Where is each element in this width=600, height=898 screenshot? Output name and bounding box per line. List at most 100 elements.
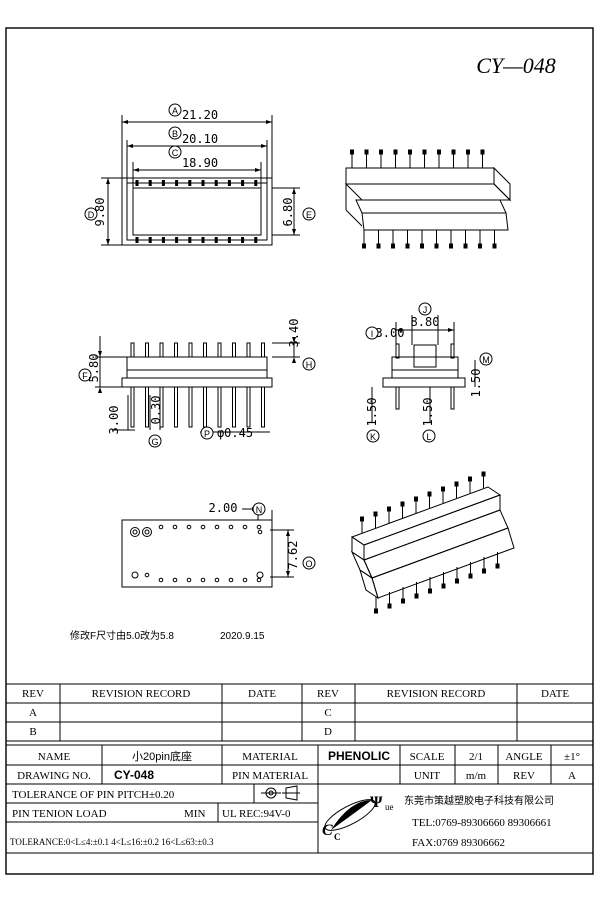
company-tel: TEL:0769-89306660 89306661 [412, 817, 552, 829]
pin [232, 386, 236, 428]
pin-tip [468, 476, 472, 482]
pin-hole [144, 572, 150, 578]
unit-value: m/m [466, 770, 487, 782]
pin-mark [135, 180, 139, 186]
mounting-hole [130, 527, 140, 537]
pin-hole [172, 577, 178, 583]
balloon-o: O [302, 556, 316, 570]
balloon-d: D [84, 207, 98, 221]
pin-tip [373, 511, 378, 517]
svg-text:A: A [172, 106, 178, 116]
pin [217, 342, 222, 358]
pin-mark [254, 237, 258, 243]
svg-text:O: O [305, 559, 312, 569]
balloon-c: C [168, 145, 182, 159]
balloon-j: J [418, 302, 432, 316]
angle-value: ±1° [564, 751, 580, 763]
svg-text:C: C [172, 148, 179, 158]
dim-o-value: 7.62 [286, 541, 300, 570]
pin-tip [482, 568, 486, 574]
pin-hole [186, 524, 192, 530]
pin [203, 342, 207, 358]
mounting-hole-inner [132, 529, 138, 535]
dim-g-value: 0.30 [149, 396, 163, 425]
pin-tip [480, 149, 485, 155]
pin-tip [428, 588, 432, 594]
pin-tip [387, 506, 391, 512]
pin [174, 386, 178, 428]
pin-tip [360, 516, 364, 522]
balloon-g: G [148, 434, 162, 448]
svg-text:Ψ: Ψ [370, 794, 383, 811]
svg-text:C: C [322, 822, 333, 839]
pin-tip [478, 243, 482, 249]
dim-h-value: 3.40 [287, 319, 301, 348]
pin-tip [401, 598, 405, 604]
svg-text:F: F [82, 371, 88, 381]
balloon-n: N [252, 502, 266, 516]
svg-text:H: H [306, 360, 313, 370]
revision-table [5, 683, 594, 742]
record-header-left: REVISION RECORD [92, 688, 191, 700]
pin-mark [201, 180, 205, 186]
dim-b-value: 20.10 [182, 132, 218, 146]
pin-tip [364, 149, 369, 155]
dim-k-value: 1.50 [365, 398, 379, 427]
pin-mark [227, 180, 231, 186]
pin-mark [214, 237, 218, 243]
rev-header-right: REV [317, 688, 339, 700]
dim-j-value: 8.80 [411, 315, 440, 329]
pin-hole [186, 577, 192, 583]
pin-mark [227, 237, 231, 243]
pin-hole [242, 577, 248, 583]
drawing-no-value: CY-048 [114, 768, 154, 782]
svg-text:B: B [172, 129, 178, 139]
pin-mark [175, 237, 179, 243]
rev-row-c: C [324, 707, 331, 719]
balloon-e: E [302, 207, 316, 221]
pin-tip [454, 481, 459, 487]
pin-tip [441, 583, 446, 589]
unit-label: UNIT [414, 770, 441, 782]
pin [188, 386, 193, 428]
bottom-view [121, 508, 294, 588]
pin-tip [427, 491, 432, 497]
pin-tip [387, 603, 392, 609]
pin-min-label: MIN [184, 808, 205, 820]
pin [261, 342, 265, 358]
pin-hole [242, 524, 248, 530]
pin-tip [437, 149, 441, 155]
mounting-hole-inner [144, 529, 150, 535]
pin-material-label: PIN MATERIAL [232, 770, 308, 782]
dim-3-00-value: 3.00 [107, 406, 121, 435]
balloon-l: L [422, 429, 436, 443]
isometric-view-top [344, 149, 512, 249]
pin-hole [214, 577, 220, 583]
revision-note: 修改F尺寸由5.0改为5.8 [70, 629, 174, 642]
scale-label: SCALE [410, 751, 445, 763]
pin-tip [455, 578, 459, 584]
svg-text:N: N [256, 505, 263, 515]
pin [130, 386, 135, 428]
pin [217, 386, 222, 428]
pin-tip [414, 593, 419, 599]
pin [188, 342, 193, 358]
dim-e-value: 6.80 [281, 198, 295, 227]
pin-mark [175, 180, 179, 186]
pin-mark [148, 237, 152, 243]
company-logo: C C Ψ ue [322, 794, 394, 842]
pin-tip [362, 243, 366, 249]
side-view [95, 336, 300, 433]
pin-tip [451, 149, 456, 155]
pin-mark [254, 180, 258, 186]
date-header-right: DATE [541, 688, 569, 700]
dim-c-value: 18.90 [182, 156, 218, 170]
dim-n-value: 2.00 [209, 501, 238, 515]
balloon-a: A [168, 103, 182, 117]
pin-hole [158, 524, 164, 530]
pin-tip [422, 149, 427, 155]
material-label: MATERIAL [242, 751, 298, 763]
svg-text:I: I [371, 329, 374, 339]
svg-text:J: J [423, 305, 428, 315]
pin [145, 342, 149, 358]
